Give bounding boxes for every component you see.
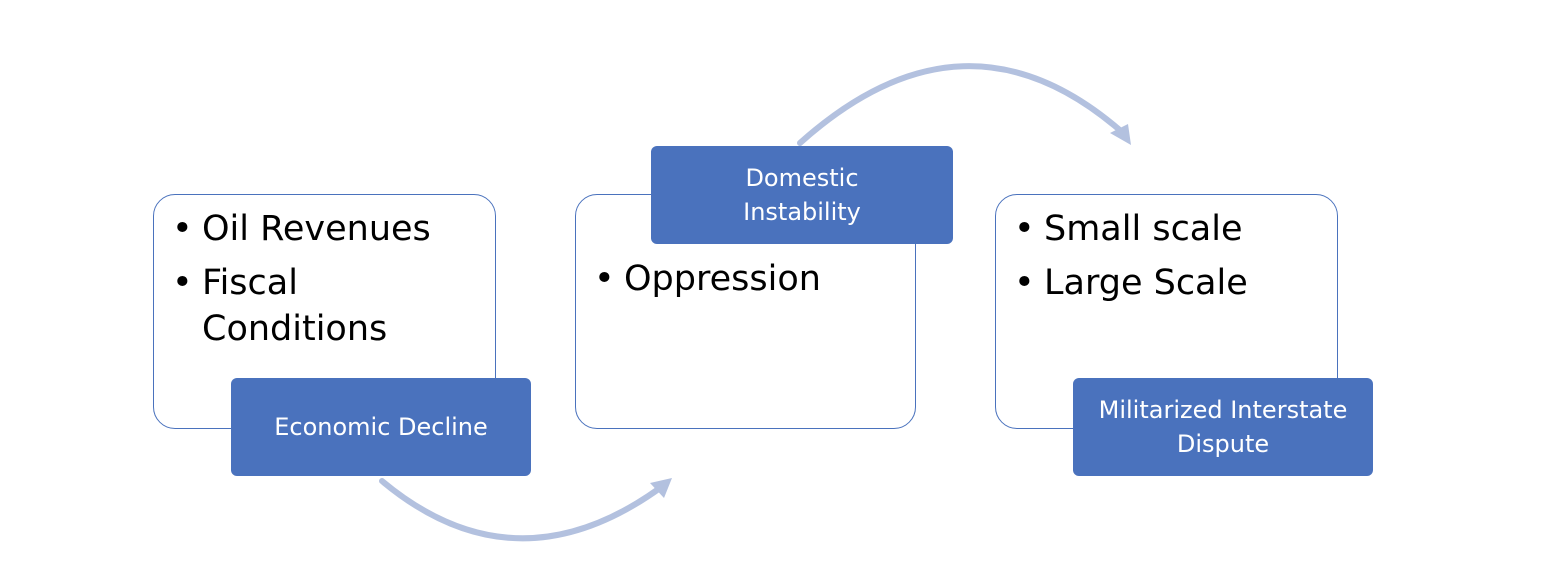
bullet-item: Oil Revenues bbox=[170, 206, 480, 252]
arrowhead-lower-icon bbox=[650, 478, 672, 498]
bullet-item: Oppression bbox=[592, 256, 902, 302]
arrowhead-upper-icon bbox=[1110, 124, 1131, 145]
bullet-item: Small scale bbox=[1012, 206, 1322, 252]
bullet-item: Large Scale bbox=[1012, 260, 1322, 306]
economic-decline-bullets: Oil Revenues Fiscal Conditions bbox=[170, 206, 480, 360]
curved-arrow-lower-icon bbox=[379, 478, 663, 542]
domestic-instability-label: Domestic Instability bbox=[651, 146, 953, 244]
economic-decline-label: Economic Decline bbox=[231, 378, 531, 476]
militarized-dispute-bullets: Small scale Large Scale bbox=[1012, 206, 1322, 314]
domestic-instability-bullets: Oppression bbox=[592, 256, 902, 310]
bullet-item: Fiscal Conditions bbox=[170, 260, 480, 352]
curved-arrow-upper-icon bbox=[797, 63, 1125, 146]
militarized-dispute-label: Militarized Interstate Dispute bbox=[1073, 378, 1373, 476]
